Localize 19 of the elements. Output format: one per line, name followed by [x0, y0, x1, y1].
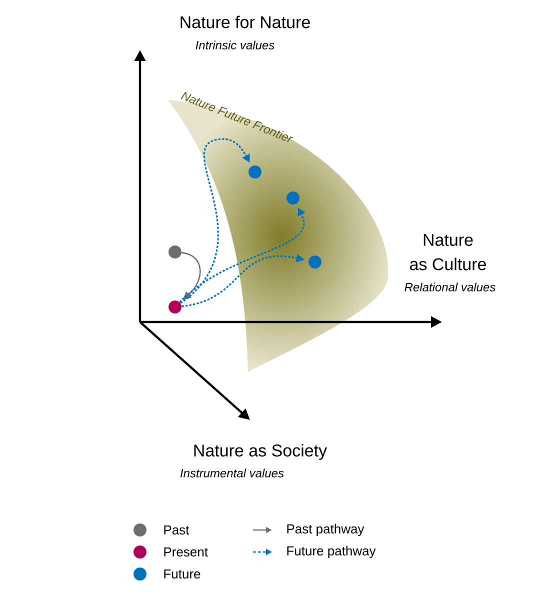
legend-label: Future pathway: [287, 546, 376, 558]
legend-label: Past pathway: [287, 524, 364, 536]
future-dot: [308, 256, 322, 268]
present-dot: [168, 300, 182, 314]
future-pathway-arrow: [180, 138, 250, 304]
axis-subtitle: Intrinsic values: [196, 40, 274, 50]
axis-title: as Culture: [410, 258, 486, 270]
axis-title: Nature as Society: [194, 444, 328, 460]
legend-label: Future: [164, 569, 200, 579]
axis-title: Nature: [424, 234, 473, 246]
axis-subtitle: Instrumental values: [180, 468, 284, 478]
future-dot: [248, 166, 262, 178]
past-pathway-arrow: [182, 252, 201, 300]
legend-label: Past: [164, 525, 190, 535]
axis-subtitle: Relational values: [404, 282, 496, 292]
axis-title: Nature for Nature: [180, 16, 310, 28]
past-dot: [168, 246, 182, 258]
legend-label: Present: [164, 547, 208, 557]
future-dot: [286, 192, 300, 204]
